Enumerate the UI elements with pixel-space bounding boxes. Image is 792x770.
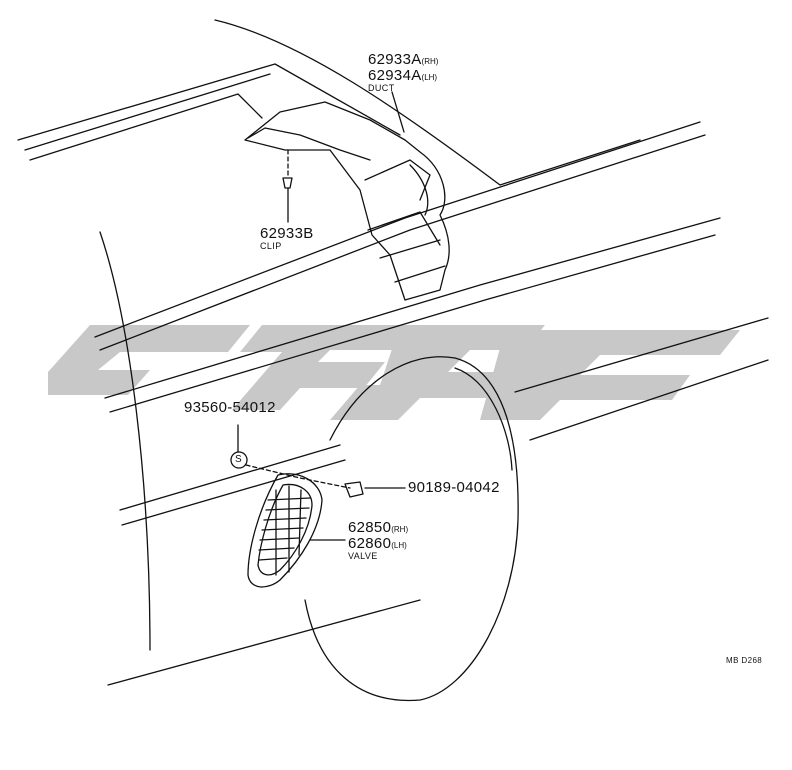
valve-name: VALVE bbox=[348, 551, 378, 561]
duct-name: DUCT bbox=[368, 83, 395, 93]
wheel-arch bbox=[304, 356, 519, 702]
duct-flange bbox=[247, 127, 371, 161]
duct-rib-4 bbox=[394, 265, 446, 283]
clip-name: CLIP bbox=[260, 241, 282, 251]
rear-window-inner-2 bbox=[29, 93, 263, 161]
duct-rib-2 bbox=[367, 211, 441, 246]
lower-line-2 bbox=[121, 459, 346, 526]
duct-part-rh: 62933A(RH) bbox=[368, 51, 439, 68]
duct-rib-3 bbox=[379, 239, 441, 259]
valve-part-rh: 62850(RH) bbox=[348, 519, 409, 536]
roof-line bbox=[214, 19, 641, 186]
duct-body bbox=[244, 101, 450, 301]
clip-label: 62933B CLIP bbox=[260, 226, 314, 251]
watermark-logo bbox=[48, 325, 740, 420]
duct-inner bbox=[409, 164, 429, 216]
figure-reference: MB D268 bbox=[726, 656, 763, 665]
rear-edge-1 bbox=[529, 359, 769, 441]
rear-edge-2 bbox=[514, 317, 769, 393]
wheel-arch-inner bbox=[454, 367, 513, 471]
screw-symbol-letter: S bbox=[235, 454, 243, 465]
duct-label: 62933A(RH) 62934A(LH) DUCT bbox=[368, 52, 438, 93]
nut-part: 90189-04042 bbox=[408, 479, 500, 496]
nut-label: 90189-04042 bbox=[408, 480, 500, 496]
valve-inner bbox=[257, 483, 313, 576]
belt-line-1 bbox=[104, 217, 721, 399]
belt-line-2 bbox=[109, 234, 716, 413]
duct-leader bbox=[391, 91, 405, 133]
duct-part-lh: 62934A(LH) bbox=[368, 67, 438, 84]
valve-part-lh: 62860(LH) bbox=[348, 535, 407, 552]
screw-part: 93560-54012 bbox=[184, 399, 276, 416]
clip-part: 62933B bbox=[260, 225, 314, 242]
rear-window-outer bbox=[17, 63, 401, 141]
valve-label: 62850(RH) 62860(LH) VALVE bbox=[348, 520, 408, 561]
body-line-1 bbox=[94, 121, 701, 338]
nut-body bbox=[344, 481, 364, 498]
screw-label: 93560-54012 bbox=[184, 400, 276, 416]
door-edge bbox=[99, 231, 151, 651]
bottom-line bbox=[107, 599, 421, 686]
lower-line-1 bbox=[119, 444, 341, 511]
duct-rib-1 bbox=[364, 159, 431, 201]
valve-outer bbox=[247, 473, 323, 588]
clip-head bbox=[282, 177, 293, 189]
body-line-2 bbox=[99, 134, 706, 351]
screw-symbol bbox=[230, 451, 248, 469]
valve-louvers bbox=[258, 485, 311, 576]
screw-dash bbox=[245, 464, 351, 489]
rear-window-inner bbox=[24, 73, 271, 151]
